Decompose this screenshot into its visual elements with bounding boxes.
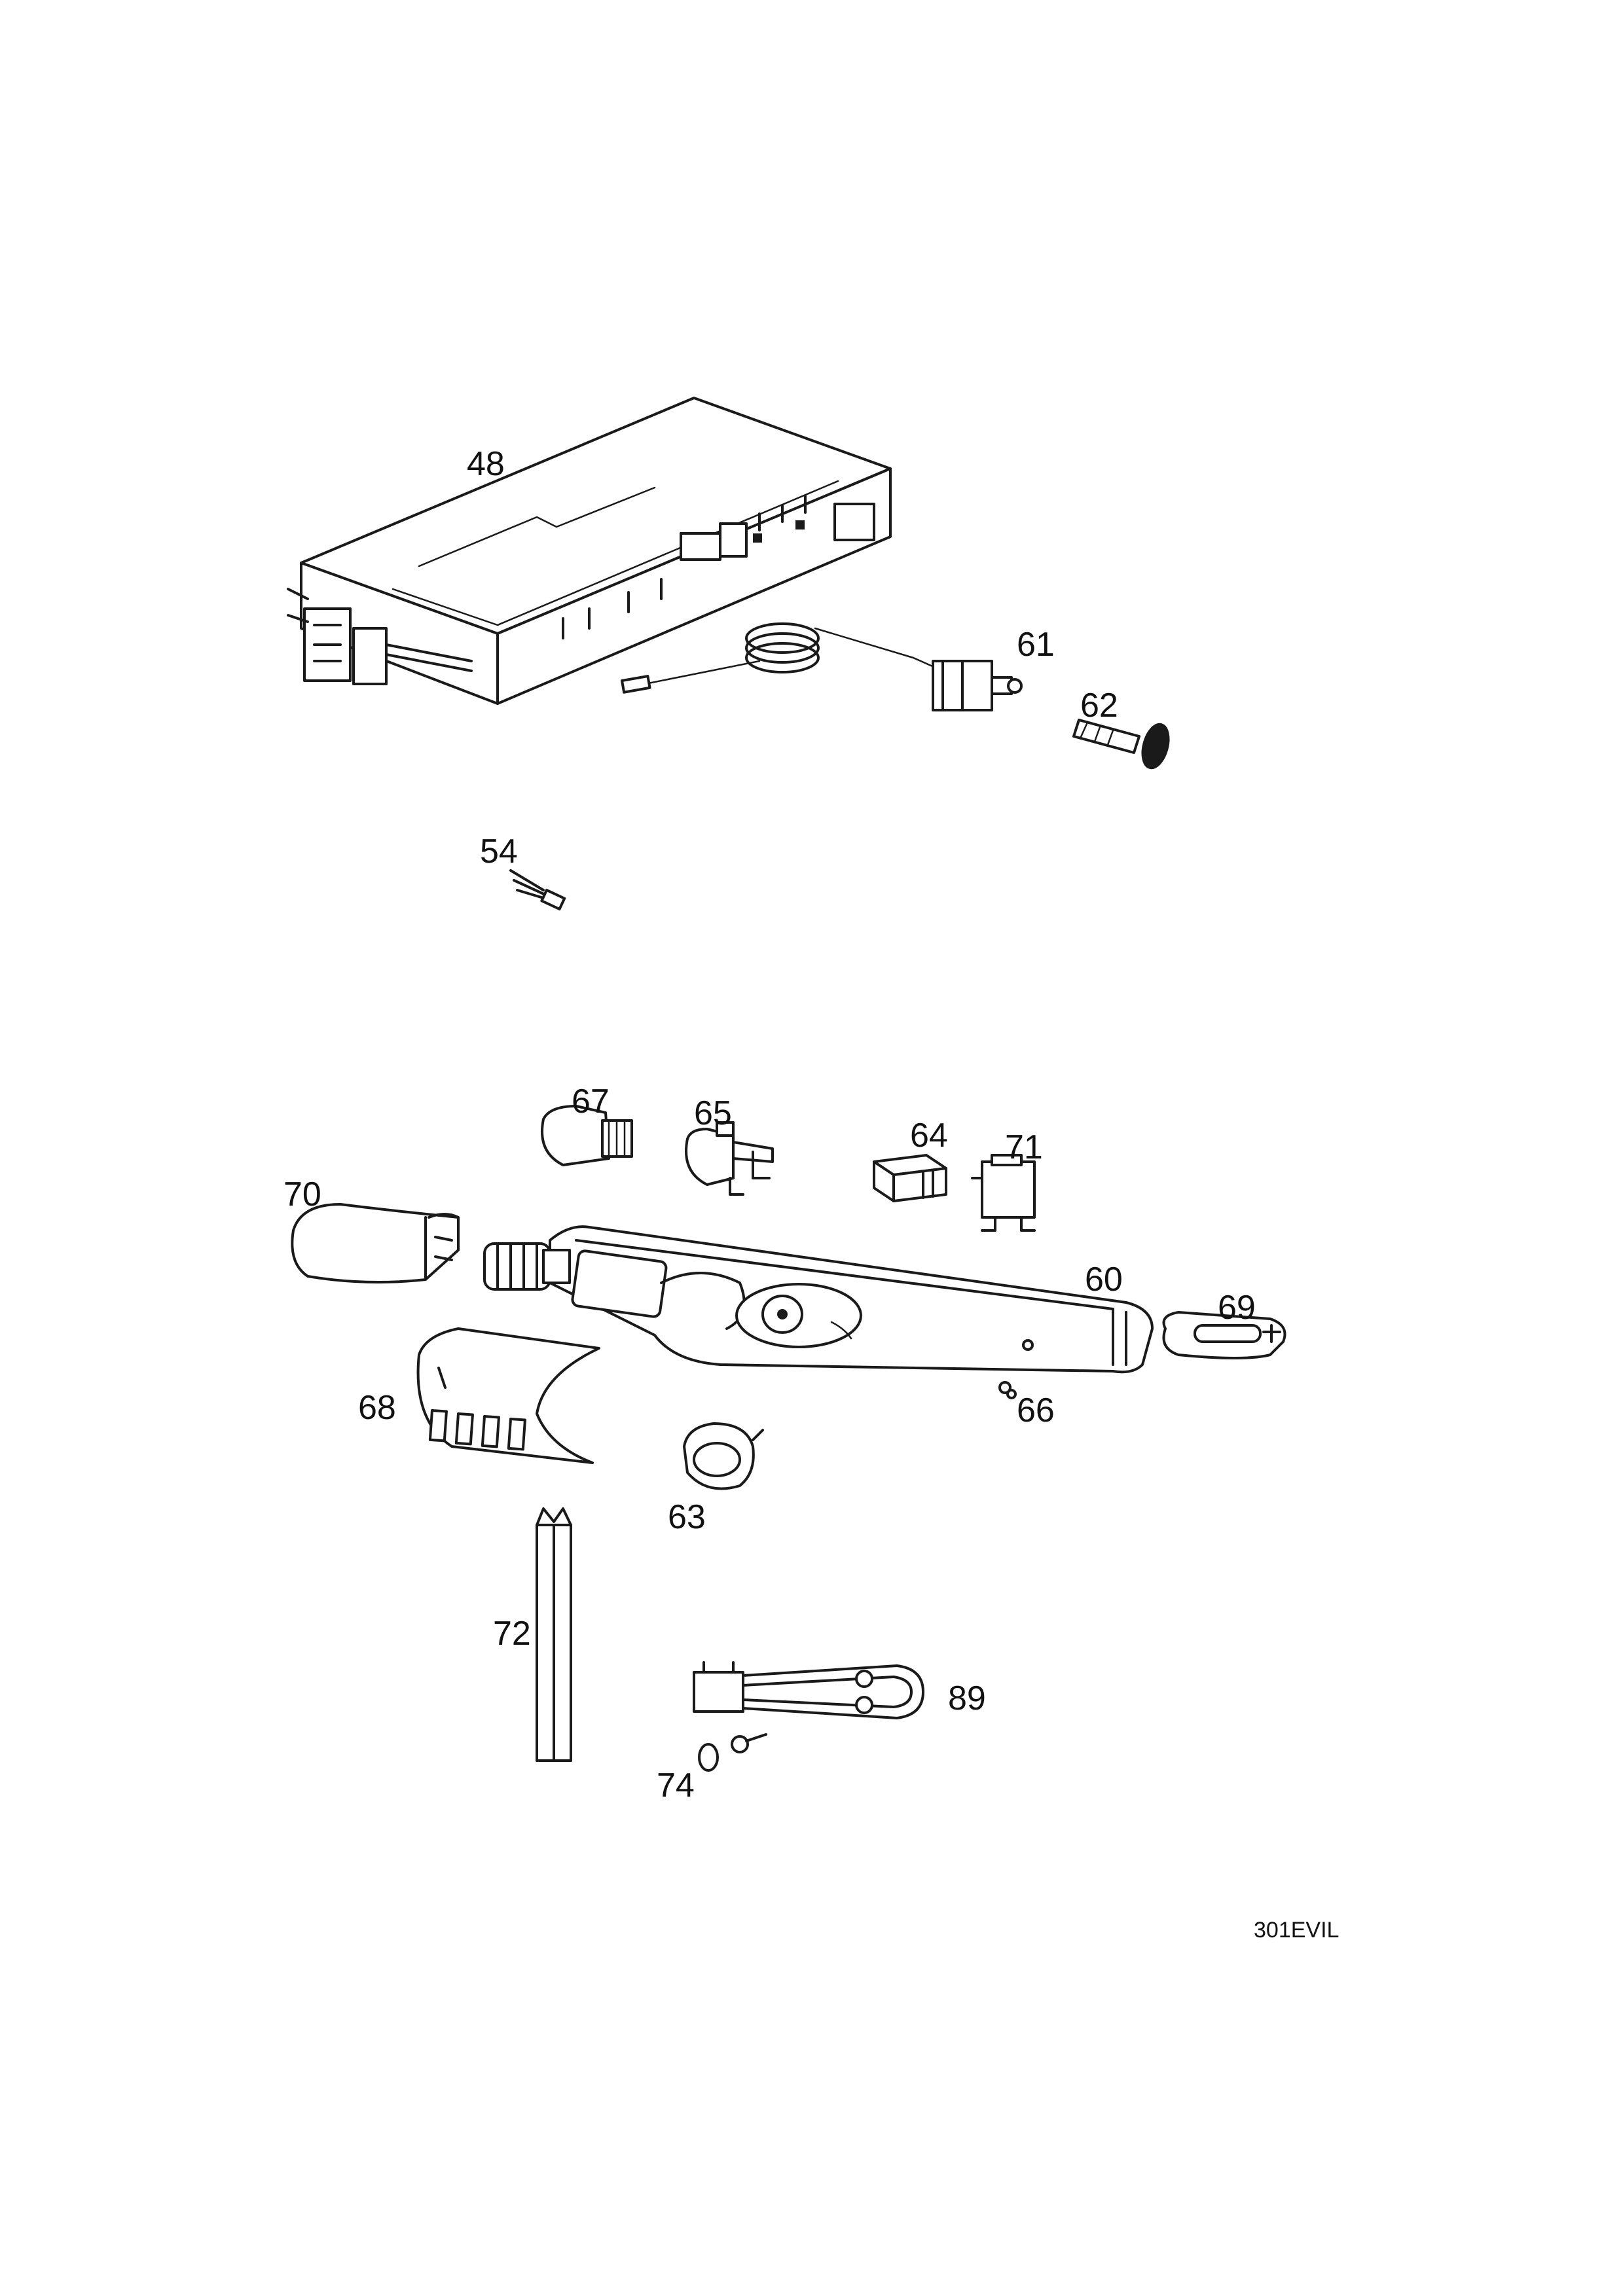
- part-label-89: 89: [948, 1679, 986, 1717]
- part-71-drawing: [971, 1154, 1036, 1232]
- part-label-70: 70: [283, 1175, 321, 1213]
- part-61-drawing: [621, 622, 1023, 711]
- part-66-drawing: [998, 1381, 1017, 1399]
- part-54-drawing: [509, 869, 566, 910]
- part-72-drawing: [536, 1507, 572, 1762]
- part-label-74: 74: [657, 1767, 695, 1804]
- part-63-drawing: [683, 1422, 764, 1490]
- part-label-68: 68: [358, 1389, 396, 1427]
- part-65-drawing: [685, 1121, 774, 1196]
- part-label-61: 61: [1017, 626, 1055, 664]
- part-label-66: 66: [1017, 1391, 1055, 1429]
- part-64-drawing: [873, 1154, 947, 1202]
- part-label-69: 69: [1218, 1289, 1256, 1327]
- part-74-drawing: [698, 1733, 767, 1772]
- part-label-62: 62: [1080, 687, 1118, 725]
- drawing-code: 301EVIL: [1254, 1918, 1339, 1943]
- part-89-drawing: [693, 1661, 924, 1719]
- part-label-64: 64: [910, 1117, 948, 1155]
- part-69-drawing: [1162, 1311, 1286, 1359]
- part-60-drawing: [483, 1225, 1154, 1374]
- part-label-60: 60: [1085, 1261, 1123, 1299]
- part-label-63: 63: [668, 1498, 706, 1536]
- part-label-71: 71: [1005, 1128, 1043, 1166]
- part-48-drawing: [287, 397, 892, 705]
- part-label-67: 67: [572, 1083, 610, 1121]
- part-62-drawing: [1072, 719, 1170, 770]
- part-70-drawing: [291, 1203, 460, 1283]
- part-label-65: 65: [694, 1094, 732, 1132]
- part-label-54: 54: [480, 833, 518, 870]
- part-label-48: 48: [467, 445, 505, 483]
- part-label-72: 72: [493, 1615, 531, 1653]
- part-67-drawing: [541, 1105, 633, 1166]
- part-68-drawing: [416, 1327, 600, 1464]
